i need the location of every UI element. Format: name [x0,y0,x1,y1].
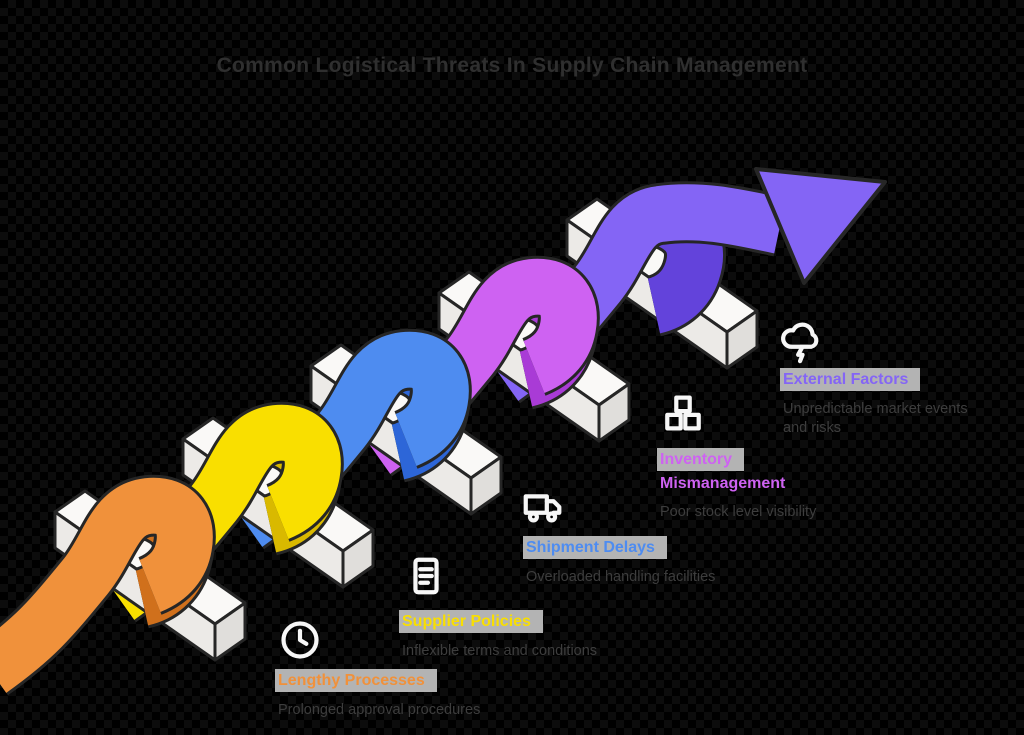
hurdle-beam-end [213,601,247,662]
stage-label-inventory-mismanagement: Inventory Mismanagement Poor stock level… [657,448,827,522]
boxes-icon [660,390,706,436]
page-title: Common Logistical Threats In Supply Chai… [216,54,808,77]
hurdle-beam-end [597,382,631,443]
hurdle-beam-end [341,528,375,589]
stage-description: Inflexible terms and conditions [402,643,598,659]
stage-title: Lengthy Processes [275,669,480,692]
hurdle-beam-end [469,455,503,516]
stage-title: External Factors [780,368,978,391]
stage-title-line: Shipment Delays [523,536,667,559]
stage-label-external-factors: External Factors Unpredictable market ev… [780,368,978,438]
ribbon-segment [0,477,213,693]
stage-title: Inventory Mismanagement [657,448,827,494]
clock-icon [277,617,323,663]
stage-title-line: Inventory [657,448,745,471]
stage-description: Poor stock level visibility [660,504,817,520]
stage-label-lengthy-processes: Lengthy Processes Prolonged approval pro… [275,669,480,720]
document-icon [403,553,449,599]
hurdle-beam-end [725,309,759,370]
stage-label-supplier-policies: Supplier Policies Inflexible terms and c… [399,610,597,661]
stage-title-line: Supplier Policies [399,610,543,633]
stage-description: Prolonged approval procedures [278,702,481,718]
stage-label-shipment-delays: Shipment Delays Overloaded handling faci… [523,536,715,587]
stage-title: Supplier Policies [399,610,597,633]
storm-icon [778,318,824,364]
stage-description: Overloaded handling facilities [526,569,716,585]
stage-title: Shipment Delays [523,536,715,559]
stage-title-line: External Factors [780,368,921,391]
stage-description: Unpredictable market events and risks [783,401,968,436]
stage-1-group [0,474,247,696]
arrow-head [754,167,887,285]
stage-title-line: Mismanagement [660,475,786,492]
stage-title-line: Lengthy Processes [275,669,437,692]
truck-icon [520,483,566,529]
